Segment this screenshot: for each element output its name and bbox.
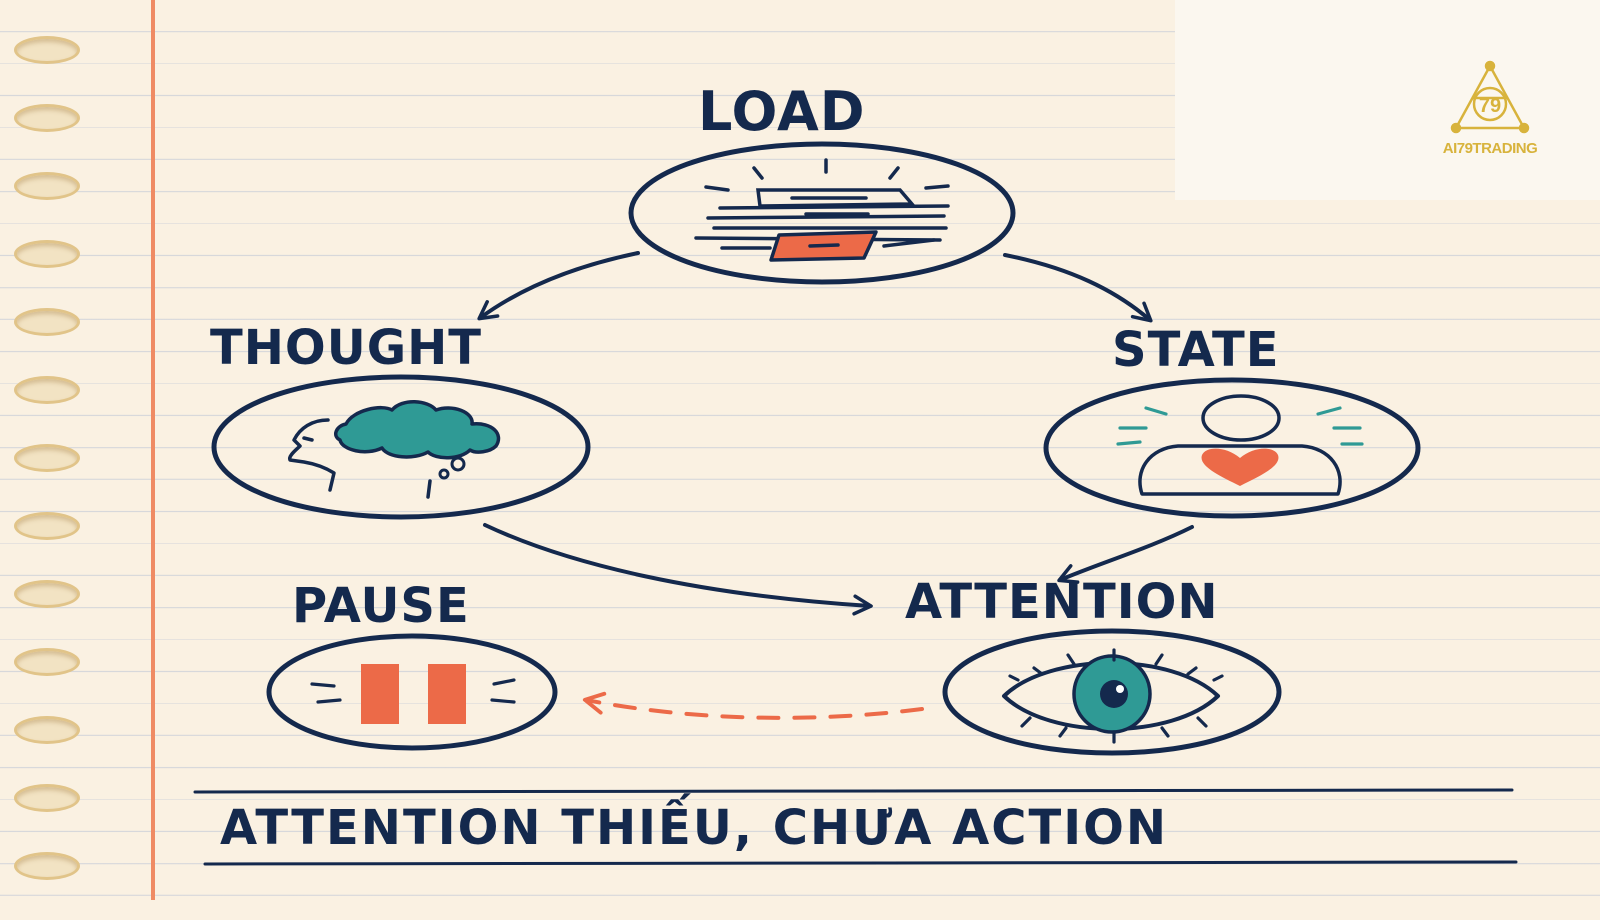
arrow-thought-to-attention xyxy=(483,523,873,616)
load-label: LOAD xyxy=(698,80,866,143)
arrow-state-to-attention xyxy=(1057,525,1194,584)
red-folder-icon xyxy=(769,230,878,262)
attention-node xyxy=(942,628,1282,756)
cycle-diagram xyxy=(193,141,1518,866)
binder-holes xyxy=(14,36,80,920)
logo-mark-text: 79 xyxy=(1479,95,1501,117)
attention-label: ATTENTION xyxy=(905,574,1219,630)
head-with-cloud-icon xyxy=(287,400,501,499)
arrow-load-to-thought xyxy=(477,251,640,321)
caption: ATTENTION THIẾU, CHƯA ACTION xyxy=(220,800,1169,856)
binder-hole xyxy=(14,104,80,132)
caption-bottom-rule xyxy=(203,860,1518,866)
state-node xyxy=(1043,377,1421,519)
binder-hole xyxy=(14,240,80,268)
eye-icon xyxy=(1002,648,1224,744)
binder-hole xyxy=(14,852,80,880)
binder-hole xyxy=(14,376,80,404)
caption-top-rule xyxy=(193,788,1514,794)
arrow-load-to-state xyxy=(1003,253,1153,323)
pause-icon xyxy=(310,664,516,724)
load-node xyxy=(628,141,1016,285)
binder-hole xyxy=(14,444,80,472)
binder-hole xyxy=(14,172,80,200)
brand-logo: 79 AI79TRADING xyxy=(1420,58,1560,168)
binder-hole xyxy=(14,580,80,608)
thought-label: THOUGHT xyxy=(210,320,483,376)
pause-node xyxy=(266,633,558,751)
logo-mark-icon: 79 xyxy=(1450,60,1530,134)
notebook-page: 79 AI79TRADING xyxy=(14,0,1600,900)
margin-line xyxy=(151,0,155,900)
binder-hole xyxy=(14,716,80,744)
binder-hole xyxy=(14,512,80,540)
logo-panel xyxy=(1175,0,1600,200)
thought-node xyxy=(211,374,591,520)
arrow-attention-to-pause xyxy=(582,691,924,720)
binder-hole xyxy=(14,308,80,336)
person-heart-icon xyxy=(1116,394,1364,496)
state-label: STATE xyxy=(1112,322,1280,378)
pause-label: PAUSE xyxy=(292,578,470,634)
binder-hole xyxy=(14,648,80,676)
logo-text: AI79TRADING xyxy=(1442,140,1538,157)
binder-hole xyxy=(14,36,80,64)
binder-hole xyxy=(14,784,80,812)
stacked-papers-icon xyxy=(694,158,950,250)
